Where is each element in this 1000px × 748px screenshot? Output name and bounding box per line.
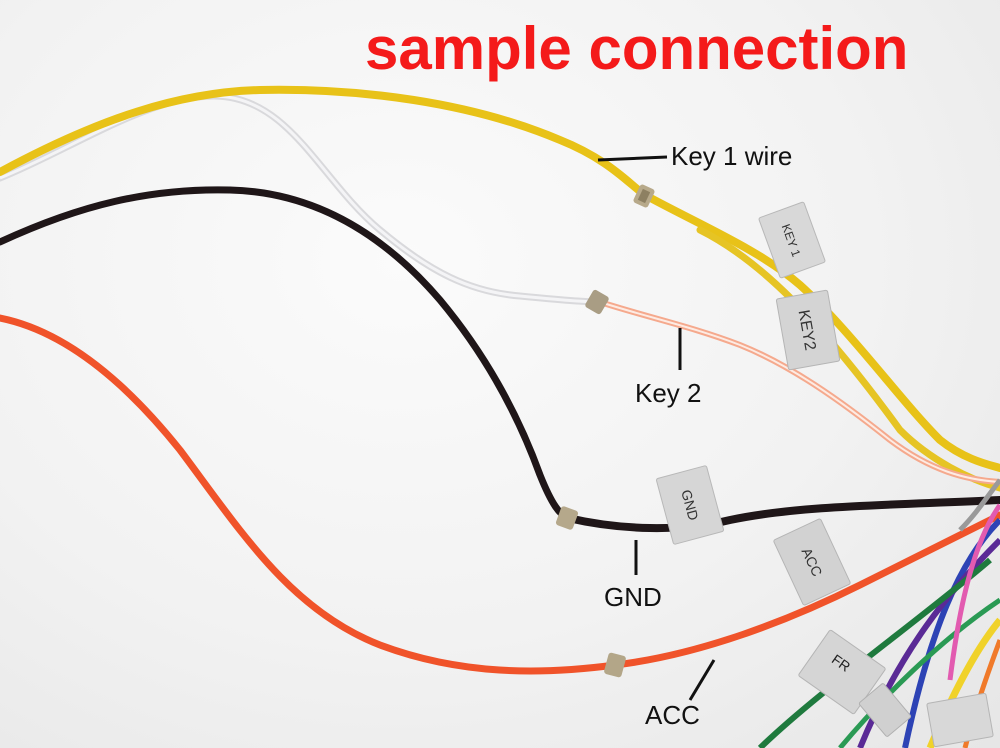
label-gnd: GND (604, 582, 662, 612)
pointer-key1 (597, 155, 668, 162)
red-wire (0, 314, 619, 675)
grey-wire (958, 478, 1000, 532)
label-acc: ACC (645, 700, 700, 730)
page-title: sample connection (365, 15, 909, 82)
tag-fr: FR (798, 629, 886, 715)
label-key1-wire: Key 1 wire (671, 141, 793, 171)
splice-acc (604, 652, 626, 678)
green-wire (757, 557, 992, 748)
tag-key1: KEY 1 (758, 201, 826, 279)
splice-key1 (633, 184, 655, 208)
splice-gnd (555, 506, 579, 530)
green-wire-2 (838, 597, 1000, 748)
tag-gnd-text: GND (678, 488, 702, 522)
tag-gnd: GND (656, 465, 724, 545)
splice-key2 (585, 289, 609, 315)
tag-misc-2 (858, 683, 912, 737)
black-wire (0, 186, 572, 522)
tag-acc: ACC (773, 518, 851, 606)
label-key2: Key 2 (635, 378, 702, 408)
yellow-wire (0, 85, 649, 199)
pointer-acc (688, 659, 716, 701)
tag-misc (926, 692, 994, 748)
pink-wire (947, 503, 1000, 681)
tag-key2-text: KEY2 (795, 309, 819, 352)
tag-key2: KEY2 (775, 289, 841, 371)
